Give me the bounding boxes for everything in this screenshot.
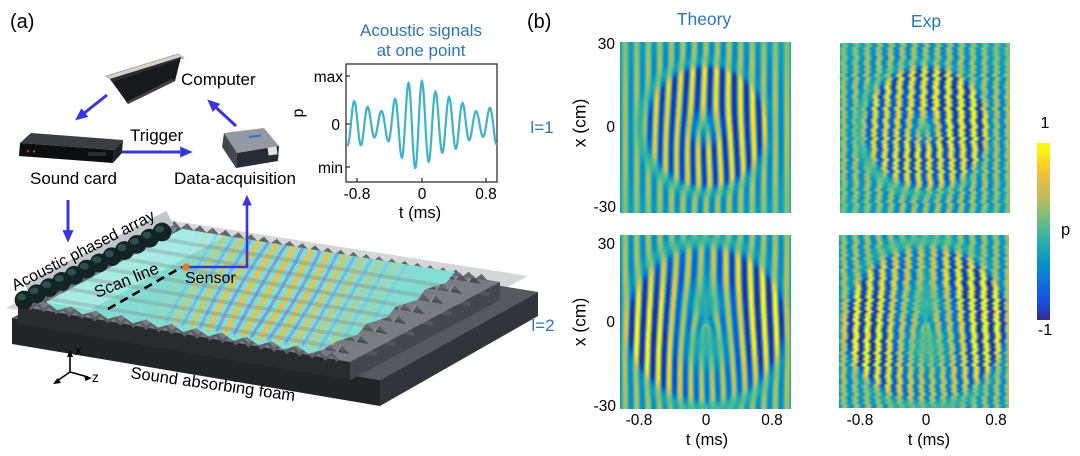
svg-text:z: z [92, 370, 99, 385]
svg-text:x: x [75, 343, 82, 358]
